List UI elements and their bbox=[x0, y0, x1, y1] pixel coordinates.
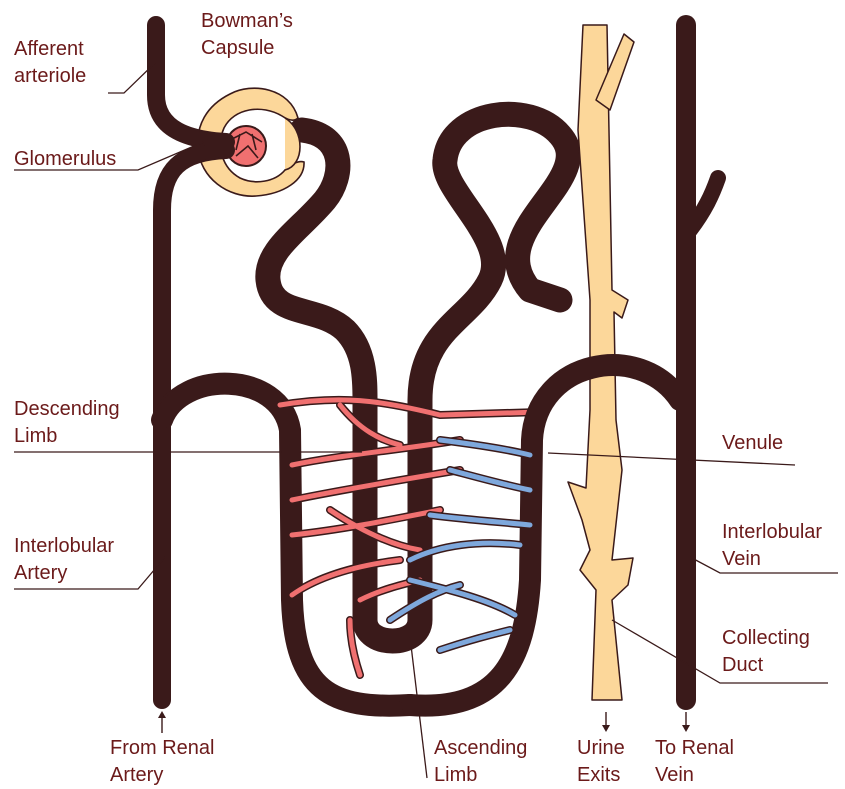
label-interlobular-artery: Interlobular Artery bbox=[14, 535, 120, 584]
arrow-up-icon bbox=[158, 711, 166, 733]
label-glomerulus: Glomerulus bbox=[14, 148, 116, 170]
label-from-renal-artery: From Renal Artery bbox=[110, 737, 220, 786]
arrow-down-icon bbox=[682, 712, 690, 732]
label-descending-limb: Descending Limb bbox=[14, 398, 125, 447]
label-to-renal-vein: To Renal Vein bbox=[655, 737, 740, 786]
label-urine-exits: Urine Exits bbox=[577, 737, 630, 786]
label-ascending-limb: Ascending Limb bbox=[434, 737, 533, 786]
label-collecting-duct: Collecting Duct bbox=[722, 627, 815, 676]
label-interlobular-vein: Interlobular Vein bbox=[722, 521, 828, 570]
arrow-down-icon bbox=[602, 712, 610, 732]
label-bowmans-capsule: Bowman’s Capsule bbox=[201, 10, 298, 59]
label-afferent-arteriole: Afferent arteriole bbox=[14, 38, 89, 87]
label-venule: Venule bbox=[722, 432, 783, 454]
